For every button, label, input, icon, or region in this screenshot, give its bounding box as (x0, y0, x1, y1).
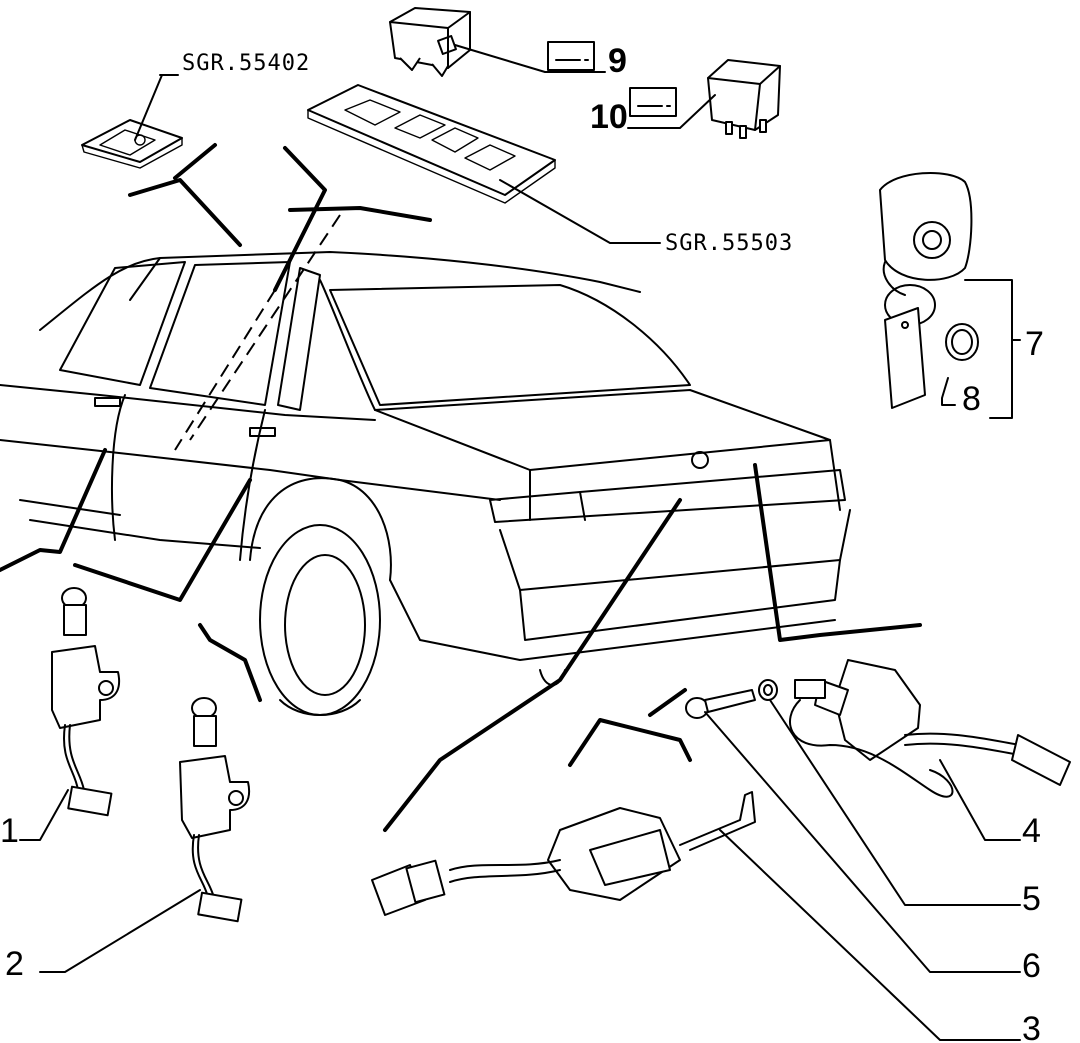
sgr-55402-label: SGR.55402 (182, 51, 310, 76)
callout-3: 3 (1022, 1010, 1041, 1043)
callout-9: 9 (608, 42, 627, 80)
callout-6: 6 (1022, 947, 1041, 985)
callout-5: 5 (1022, 880, 1041, 918)
car-leader-lines (0, 143, 922, 832)
reference-part-55402 (81, 119, 183, 169)
callout-2: 2 (5, 945, 24, 983)
remote-key-7 (879, 172, 973, 409)
callout-1: 1 (0, 812, 19, 850)
bolt-6 (685, 689, 756, 719)
key-ring-8 (945, 323, 979, 361)
car-body-drawing (0, 251, 851, 716)
callout-4: 4 (1022, 812, 1041, 850)
sgr-55503-label: SGR.55503 (665, 231, 793, 256)
door-lock-actuator-1 (51, 587, 120, 817)
trunk-actuator-3 (371, 791, 756, 916)
trunk-lock-solenoid-4 (789, 659, 1071, 798)
door-lock-actuator-2 (179, 697, 250, 923)
callout-8: 8 (962, 380, 981, 418)
switch-9 (389, 7, 471, 77)
callout-leaders (19, 41, 1021, 1041)
relay-10 (707, 59, 781, 139)
callout-7: 7 (1025, 325, 1044, 363)
washer-5 (758, 679, 778, 701)
reference-part-55503 (307, 84, 556, 204)
callout-10: 10 (590, 98, 628, 136)
